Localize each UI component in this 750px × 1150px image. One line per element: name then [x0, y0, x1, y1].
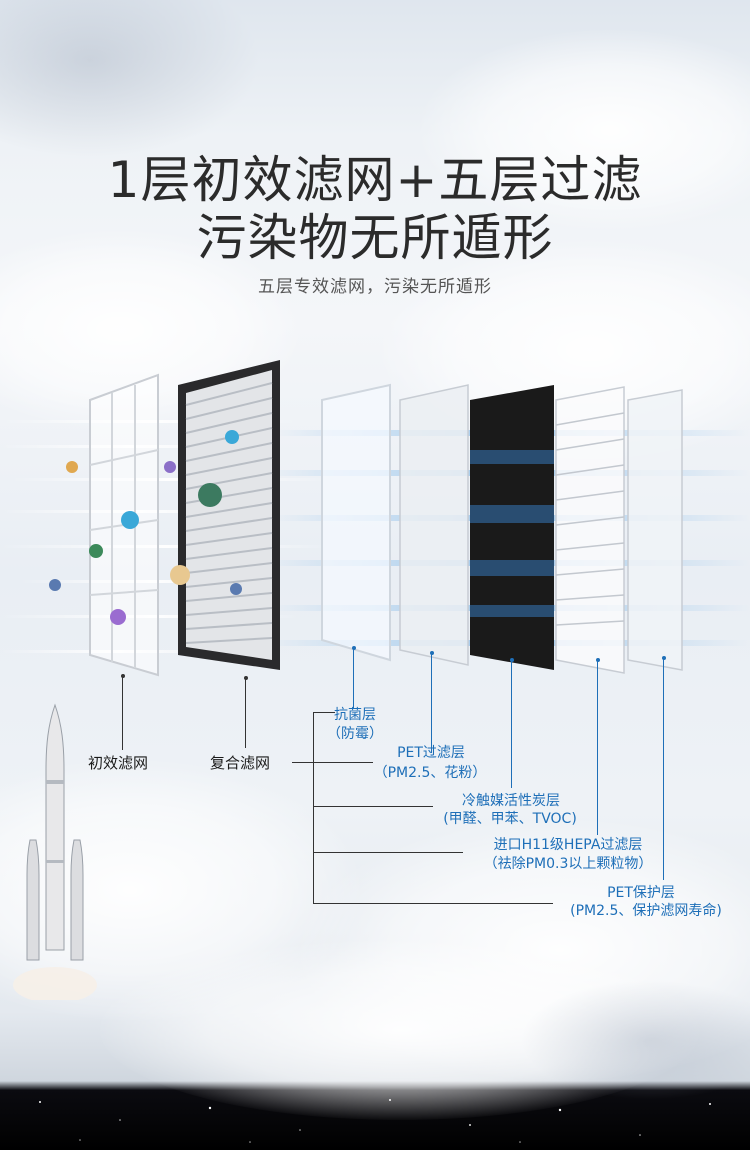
layer-pet-name: PET过滤层 [397, 745, 465, 761]
bracket-tick-2 [313, 762, 373, 763]
bracket-tick-1 [313, 712, 335, 713]
pointer-dot-antibacterial [352, 646, 356, 650]
pointer-line-pet [431, 653, 432, 753]
layer-pet-detail: （PM2.5、花粉） [373, 765, 487, 781]
pollutant-particles [49, 430, 242, 625]
bracket-tick-5 [313, 903, 553, 904]
layer-hepa-detail: （祛除PM0.3以上颗粒物） [483, 856, 653, 872]
pointer-line-composite [245, 678, 246, 748]
antibacterial-layer [321, 383, 391, 662]
pointer-dot-composite [244, 676, 248, 680]
bracket-tick-3 [313, 806, 433, 807]
filter-layers-illustration [49, 360, 683, 677]
pet-filter-layer [399, 384, 469, 666]
pointer-line-primary [122, 676, 123, 750]
starfield-band [39, 1099, 711, 1143]
layer-carbon-detail: (甲醛、甲苯、TVOC) [443, 811, 577, 827]
bracket-horizontal-top [292, 762, 314, 763]
composite-filter-frame [178, 360, 280, 670]
layer-pet-protective-detail: (PM2.5、保护滤网寿命) [570, 903, 722, 919]
pointer-line-pet-protective [663, 658, 664, 880]
layer-antibacterial-name: 抗菌层 [334, 707, 376, 723]
pet-protective-layer [627, 389, 683, 671]
pointer-dot-pet-protective [662, 656, 666, 660]
pointer-line-hepa [597, 660, 598, 835]
pointer-dot-carbon [510, 658, 514, 662]
layer-antibacterial-detail: （防霉） [327, 726, 383, 742]
pointer-line-antibacterial [353, 648, 354, 708]
pointer-dot-pet [430, 651, 434, 655]
pointer-dot-hepa [596, 658, 600, 662]
pointer-line-carbon [511, 660, 512, 788]
layer-hepa-name: 进口H11级HEPA过滤层 [493, 837, 643, 853]
layer-pet-protective-name: PET保护层 [607, 885, 675, 901]
pointer-dot-primary [121, 674, 125, 678]
rocket-illustration [13, 703, 97, 1000]
bracket-tick-4 [313, 852, 463, 853]
label-composite-filter: 复合滤网 [210, 754, 271, 772]
subtitle: 五层专效滤网，污染无所遁形 [258, 277, 492, 297]
layer-carbon-name: 冷触媒活性炭层 [462, 793, 560, 809]
hepa-layer [555, 386, 625, 674]
main-title-line1: 1层初效滤网+五层过滤 [107, 151, 643, 209]
bracket-vertical [313, 712, 314, 904]
main-title-line2: 污染物无所遁形 [196, 209, 554, 267]
carbon-layer [470, 385, 554, 670]
label-primary-filter: 初效滤网 [88, 754, 149, 772]
